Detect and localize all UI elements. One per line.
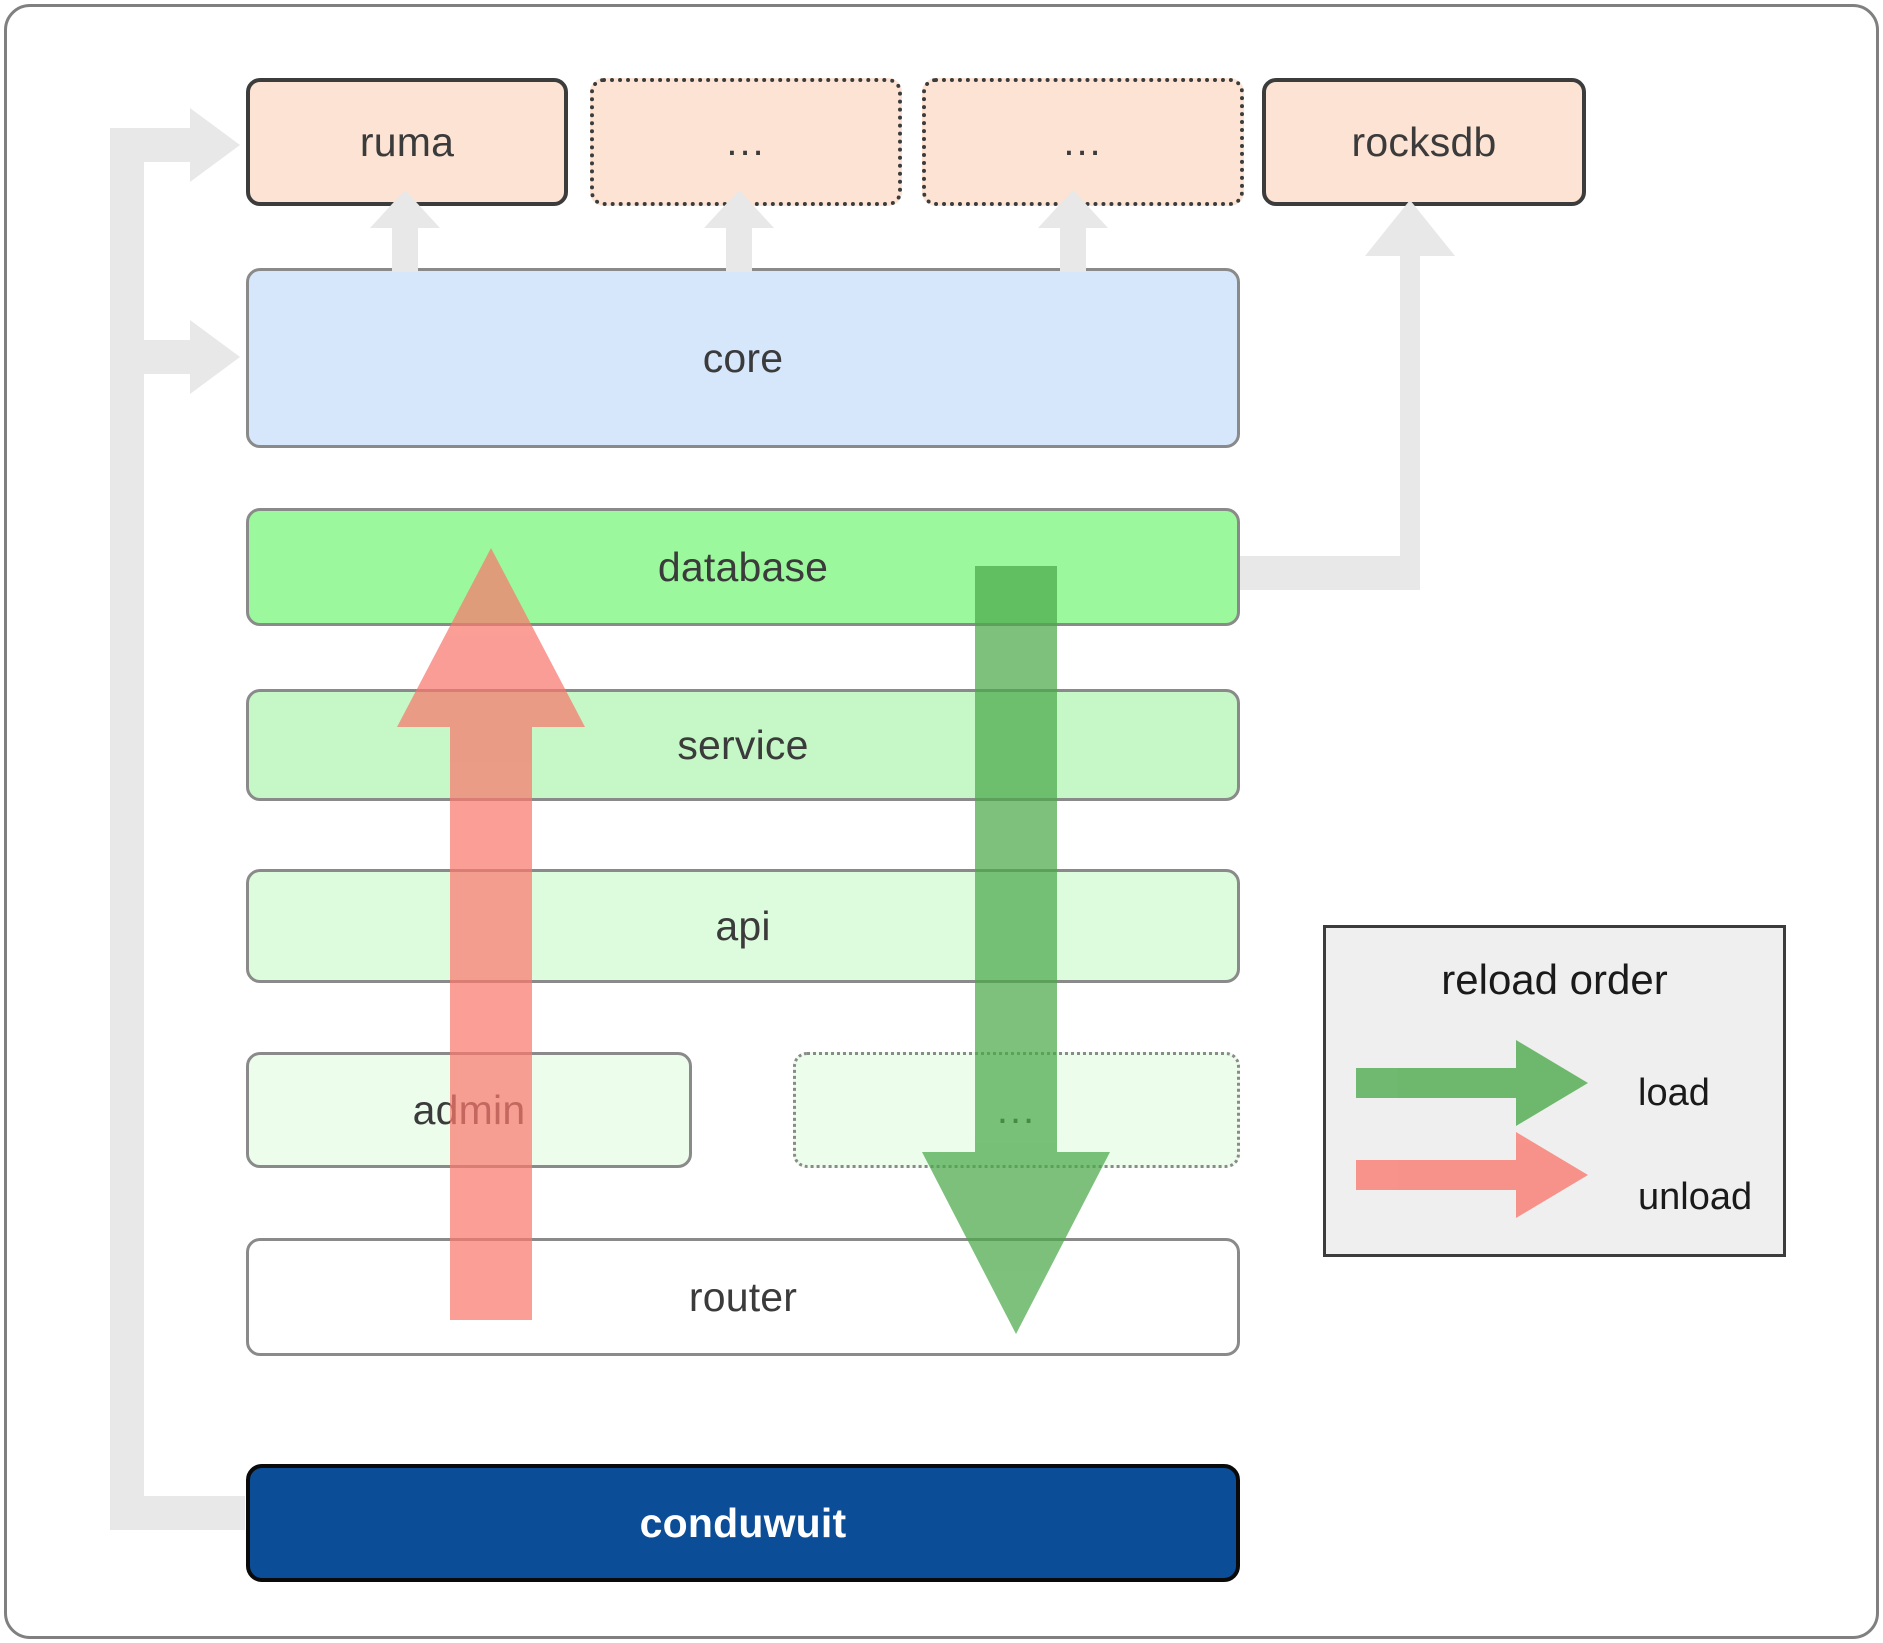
layer-box-router[interactable]: router [246, 1238, 1240, 1356]
application-label: conduwuit [639, 1499, 847, 1546]
legend-title: reload order [1441, 956, 1668, 1003]
layer-label-service: service [677, 721, 809, 768]
dep-box-rocksdb[interactable]: rocksdb [1262, 78, 1586, 206]
layer-box-database[interactable]: database [246, 508, 1240, 626]
layer-label-admin: admin [412, 1086, 526, 1133]
layer-box-core[interactable]: core [246, 268, 1240, 448]
dep-label-2: ... [726, 120, 766, 164]
legend-panel: reload order load unload [1323, 925, 1786, 1257]
layer-box-admin[interactable]: admin [246, 1052, 692, 1168]
dep-box-ruma[interactable]: ruma [246, 78, 568, 206]
dep-label-3: ... [1063, 120, 1103, 164]
dep-box-3[interactable]: ... [922, 78, 1244, 206]
layer-label-api: api [715, 902, 771, 949]
layer-box-extra[interactable]: ... [793, 1052, 1240, 1168]
dep-label-rocksdb: rocksdb [1351, 118, 1497, 165]
diagram-frame [4, 4, 1879, 1639]
layer-box-service[interactable]: service [246, 689, 1240, 801]
layer-label-database: database [657, 543, 829, 590]
layer-box-api[interactable]: api [246, 869, 1240, 983]
layer-label-extra: ... [996, 1088, 1037, 1132]
legend-label-load: load [1638, 1072, 1710, 1114]
dep-box-2[interactable]: ... [590, 78, 902, 206]
layer-label-router: router [688, 1273, 798, 1320]
legend-load-arrow [1356, 1040, 1588, 1126]
dep-label-ruma: ruma [359, 118, 455, 165]
legend-unload-arrow [1356, 1132, 1588, 1218]
layer-label-core: core [702, 334, 784, 381]
legend-label-unload: unload [1638, 1176, 1753, 1218]
application-box-conduwuit[interactable]: conduwuit [246, 1464, 1240, 1582]
